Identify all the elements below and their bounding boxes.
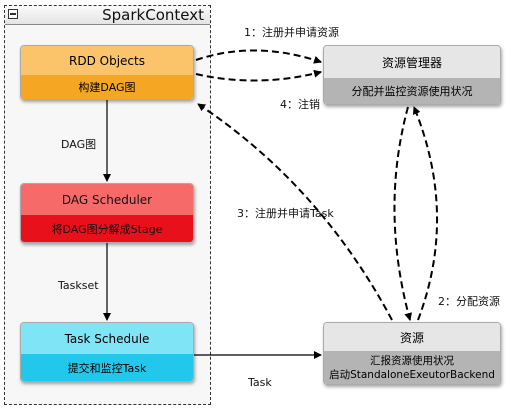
resource-manager-title: 资源管理器 — [324, 46, 500, 78]
arrow-logout — [195, 69, 322, 82]
resource-subtitle-line2: 启动StandaloneExeutorBackend — [329, 368, 495, 381]
label-register-resource: 1：注册并申请资源 — [244, 26, 339, 39]
resource-manager-subtitle: 分配并监控资源使用状况 — [324, 78, 500, 104]
collapse-icon[interactable] — [8, 9, 18, 19]
label-register-task: 3：注册并申请Task — [237, 207, 334, 220]
context-title: SparkContext — [102, 6, 204, 24]
arrow-resource-report — [412, 106, 439, 321]
label-task: Task — [248, 376, 272, 389]
task-schedule-node: Task Schedule 提交和监控Task — [20, 322, 194, 382]
resource-subtitle: 汇报资源使用状况 启动StandaloneExeutorBackend — [324, 351, 500, 384]
rdd-objects-subtitle: 构建DAG图 — [21, 75, 193, 99]
dag-scheduler-subtitle: 将DAG图分解成Stage — [21, 215, 193, 242]
context-title-bar: SparkContext — [5, 6, 210, 25]
label-dag-graph: DAG图 — [61, 138, 97, 151]
dag-scheduler-node: DAG Scheduler 将DAG图分解成Stage — [20, 183, 194, 243]
dag-scheduler-title: DAG Scheduler — [21, 184, 193, 215]
arrow-allocate-resource — [393, 106, 413, 321]
label-logout: 4：注销 — [280, 98, 320, 111]
resource-manager-node: 资源管理器 分配并监控资源使用状况 — [323, 45, 501, 105]
label-allocate-resource: 2：分配资源 — [438, 295, 500, 308]
rdd-objects-node: RDD Objects 构建DAG图 — [20, 45, 194, 100]
arrow-register-resource — [195, 49, 322, 64]
label-taskset: Taskset — [58, 279, 99, 292]
task-schedule-subtitle: 提交和监控Task — [21, 354, 193, 381]
resource-node: 资源 汇报资源使用状况 启动StandaloneExeutorBackend — [323, 322, 501, 385]
arrow-register-task — [197, 103, 393, 321]
rdd-objects-title: RDD Objects — [21, 46, 193, 75]
task-schedule-title: Task Schedule — [21, 323, 193, 354]
resource-title: 资源 — [324, 323, 500, 351]
resource-subtitle-line1: 汇报资源使用状况 — [370, 354, 454, 367]
